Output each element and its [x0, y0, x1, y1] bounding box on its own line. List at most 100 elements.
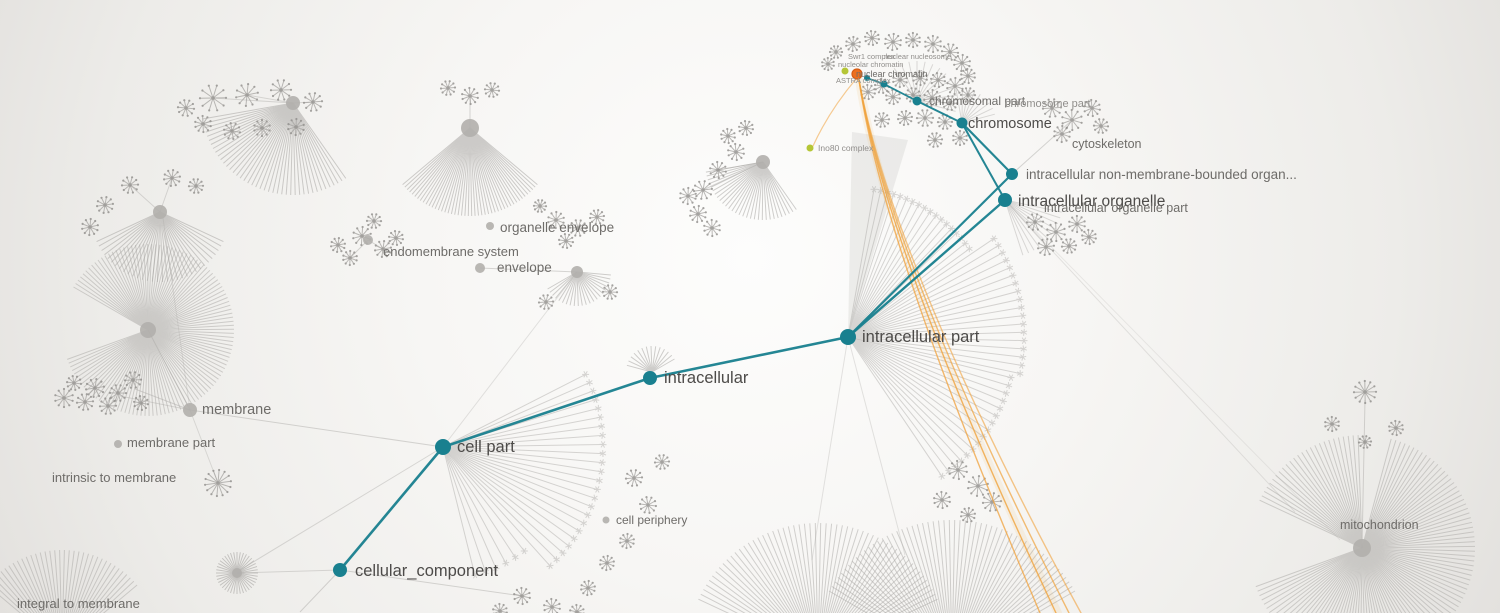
star-cluster [981, 492, 1003, 512]
star-cluster [915, 109, 935, 127]
cluster-hub-node[interactable] [232, 568, 242, 578]
star-cluster [66, 375, 82, 391]
star-cluster [952, 129, 968, 147]
highlight-path-curve [858, 79, 1082, 613]
star-cluster [924, 34, 942, 54]
star-cluster [204, 468, 232, 498]
label-chromosome: chromosome [968, 116, 1052, 132]
graph-node-non-membrane-organelle[interactable] [1006, 168, 1018, 180]
star-cluster [120, 176, 140, 194]
graph-edge [134, 388, 191, 411]
graph-node-intracellular-organelle[interactable] [998, 193, 1012, 207]
star-cluster [365, 213, 383, 229]
star-cluster [96, 196, 114, 214]
ontology-path-edge [339, 446, 444, 571]
star-cluster [653, 454, 671, 470]
ontology-path-edge [916, 100, 963, 124]
label-cellular-component: cellular_component [355, 562, 499, 580]
star-cluster [543, 597, 561, 613]
star-cluster [946, 76, 964, 96]
star-cluster [959, 87, 977, 103]
label-organelle-envelope: organelle envelope [500, 220, 614, 235]
star-cluster [1025, 213, 1045, 231]
label-nucleolar-chromatin: nucleolar chromatin [838, 60, 903, 69]
graph-edge [339, 569, 523, 597]
graph-edge [239, 446, 444, 571]
label-cell-part: cell part [457, 438, 515, 456]
fan-wedge [848, 132, 908, 337]
star-cluster [1092, 118, 1110, 134]
star-cluster [930, 72, 947, 88]
graph-node-cell-part[interactable] [435, 439, 451, 455]
graph-edge [246, 94, 294, 104]
graph-edge [479, 267, 578, 273]
star-cluster [558, 233, 575, 249]
cluster-hub-node[interactable] [602, 516, 610, 524]
star-cluster [904, 87, 922, 103]
star-cluster [709, 160, 727, 180]
cluster-hub-node[interactable] [140, 322, 156, 338]
star-cluster [960, 67, 976, 85]
label-intracellular-organelle: intracellular organelle [1018, 193, 1165, 210]
star-cluster [639, 496, 658, 514]
graph-node-chromosome[interactable] [956, 117, 968, 129]
label-swr1-complex: Swr1 complex [848, 52, 895, 61]
star-cluster [163, 169, 181, 187]
star-cluster [388, 230, 404, 246]
star-cluster [1324, 415, 1340, 433]
label-membrane-part: membrane part [127, 435, 216, 450]
star-cluster [342, 249, 358, 267]
star-cluster [569, 603, 585, 613]
graph-node-nuclear-chromatin[interactable] [864, 75, 870, 81]
cluster-hub-node[interactable] [486, 222, 494, 230]
graph-edge [147, 329, 191, 411]
star-cluster [198, 84, 228, 112]
ontology-path-edge [961, 122, 1013, 175]
cluster-hub-node[interactable] [756, 155, 770, 169]
graph-edge [1004, 199, 1341, 541]
star-cluster [885, 88, 901, 106]
star-cluster [679, 186, 697, 206]
graph-node-chromosomal-part[interactable] [912, 96, 922, 106]
cluster-hub-node[interactable] [153, 205, 167, 219]
fan-cluster [698, 522, 938, 613]
star-cluster [1037, 238, 1055, 256]
highlighted-node-nuclear-chromatin[interactable] [851, 68, 863, 80]
cluster-hub-node[interactable] [183, 403, 197, 417]
label-chromosome-part: chromosome part [1005, 98, 1091, 110]
label-intrinsic-to-membrane: intrinsic to membrane [52, 470, 176, 485]
cluster-hub-node[interactable] [363, 235, 373, 245]
graph-node-cc[interactable] [333, 563, 347, 577]
ontology-path-edge [847, 173, 1013, 338]
cluster-hub-node[interactable] [114, 440, 122, 448]
fan-cluster [847, 235, 1028, 378]
label-ino80-complex: Ino80 complex [818, 143, 874, 153]
label-intracellular-organelle-part: intracellular organelle part [1044, 201, 1188, 215]
graph-edge [119, 395, 191, 411]
star-cluster [828, 45, 844, 59]
star-cluster [235, 83, 259, 107]
star-cluster [98, 397, 118, 415]
graph-node-chromatin[interactable] [880, 80, 888, 88]
star-cluster [884, 32, 902, 52]
label-endomembrane-system: endomembrane system [383, 244, 519, 259]
cluster-hub-node[interactable] [571, 266, 583, 278]
label-astra-complex: ASTRA complex [836, 76, 891, 85]
go-term-node-green[interactable] [841, 67, 849, 75]
graph-node-intracellular-part[interactable] [840, 329, 856, 345]
star-cluster [1046, 221, 1066, 243]
graph-node-intracellular[interactable] [643, 371, 657, 385]
highlight-path-curve [858, 79, 1041, 613]
fan-cluster [626, 345, 675, 373]
graph-edge [442, 271, 578, 448]
star-cluster [108, 384, 128, 402]
cluster-hub-node[interactable] [475, 263, 485, 273]
cluster-hub-node[interactable] [1353, 539, 1371, 557]
graph-edge [847, 336, 906, 556]
cluster-hub-node[interactable] [286, 96, 300, 110]
fan-cluster [828, 519, 1076, 613]
star-cluster [624, 469, 644, 487]
go-term-node-green[interactable] [806, 144, 814, 152]
cluster-hub-node[interactable] [461, 119, 479, 137]
